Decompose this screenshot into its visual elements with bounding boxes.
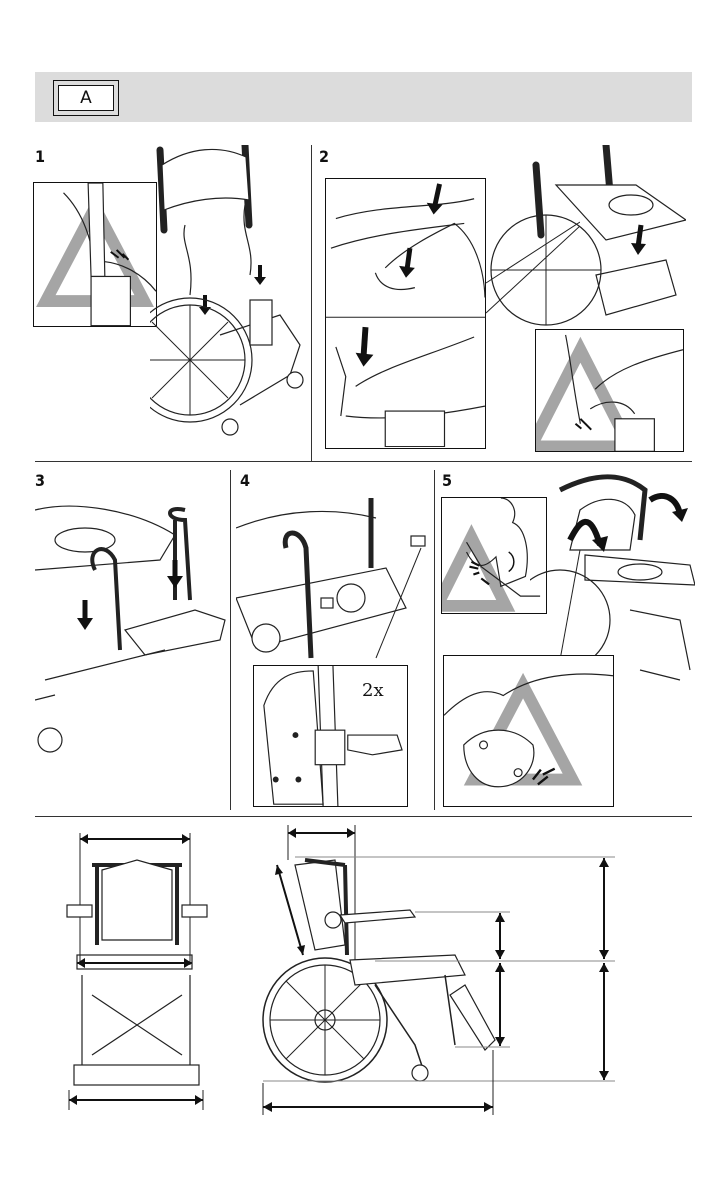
column-divider-row2b bbox=[434, 470, 435, 810]
column-divider-row1 bbox=[311, 145, 312, 461]
step2-warning-inset bbox=[535, 329, 684, 452]
step1-chair-drawing bbox=[150, 145, 310, 445]
step2-callout-lines bbox=[440, 208, 580, 318]
section-label: A bbox=[58, 85, 114, 111]
step-number-1: 1 bbox=[35, 147, 45, 166]
row-divider-1 bbox=[35, 461, 692, 462]
step5-detail-inset bbox=[443, 655, 614, 807]
rotate-arrow-icon bbox=[509, 552, 514, 572]
step1-warning-inset bbox=[33, 182, 157, 327]
step-number-5: 5 bbox=[442, 471, 452, 490]
step4-armrest-drawing bbox=[236, 488, 426, 688]
section-label-box: A bbox=[53, 80, 119, 116]
step3-footrest-drawing bbox=[35, 480, 227, 755]
column-divider-row2a bbox=[230, 470, 231, 810]
warning-triangle-icon bbox=[442, 537, 506, 606]
step1-inset-drawing bbox=[34, 183, 156, 326]
step4-detail-inset: 2x bbox=[253, 665, 408, 807]
step-number-2: 2 bbox=[319, 147, 329, 166]
front-view-dimension-drawing bbox=[62, 825, 212, 1115]
pinch-hazard-icon bbox=[575, 419, 591, 430]
side-view-dimension-drawing bbox=[255, 825, 625, 1120]
step4-count-label: 2x bbox=[362, 680, 384, 701]
row-divider-2 bbox=[35, 816, 692, 817]
section-header-bar: A bbox=[35, 72, 692, 122]
